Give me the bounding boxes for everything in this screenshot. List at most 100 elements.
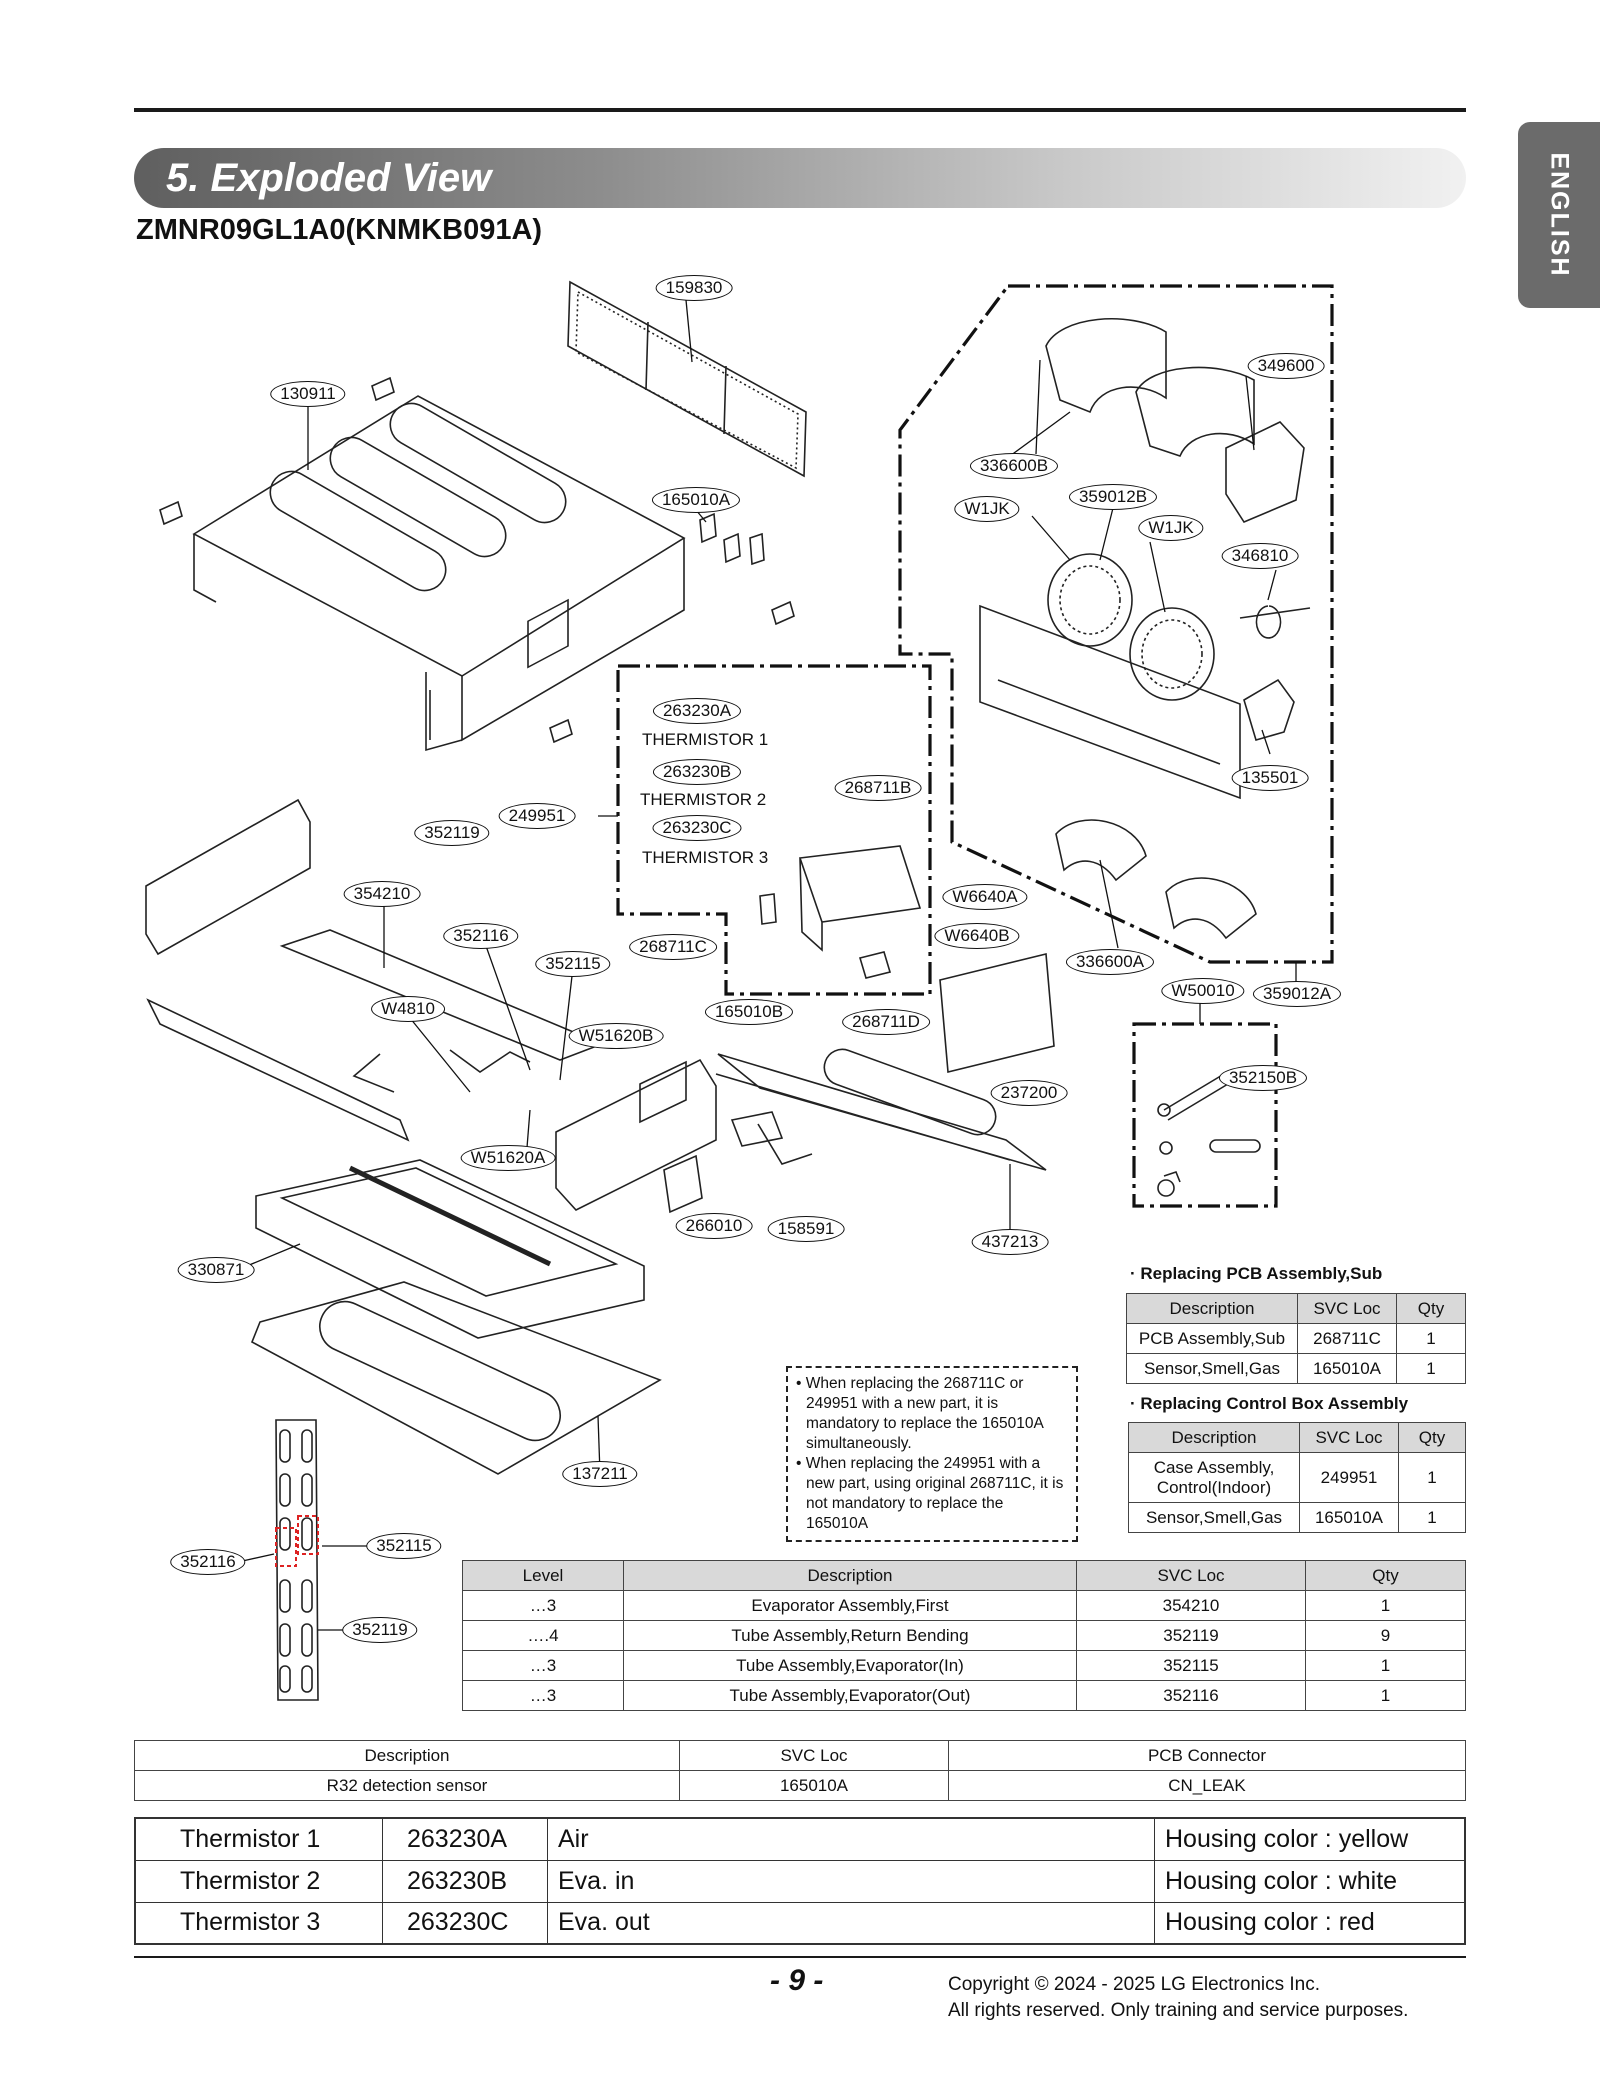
top-rule [134,108,1466,112]
callout-135501: 135501 [1231,765,1309,791]
callout-352116-bottom: 352116 [170,1549,246,1575]
callout-165010b: 165010B [704,999,794,1025]
cell: 352115 [1076,1650,1306,1681]
cell: 165010A [679,1770,949,1801]
callout-354210: 354210 [343,881,421,907]
cell: Thermistor 2 [134,1859,383,1903]
cell: CN_LEAK [948,1770,1466,1801]
callout-263230a: 263230A [652,698,742,724]
cell: Eva. out [547,1901,1155,1945]
callout-165010a-top: 165010A [651,487,741,513]
callout-263230b: 263230B [652,759,742,785]
replacement-note: • When replacing the 268711C or 249951 w… [786,1366,1078,1542]
note-line-2: • When replacing the 249951 with a new p… [796,1455,1064,1532]
cell: Tube Assembly,Evaporator(Out) [623,1680,1077,1711]
cell: 263230A [382,1817,548,1861]
callout-352150b: 352150B [1218,1065,1308,1091]
cell: ….4 [462,1620,624,1651]
table-row: Thermistor 2 263230B Eva. in Housing col… [134,1859,1466,1903]
copyright: Copyright © 2024 - 2025 LG Electronics I… [948,1972,1408,2024]
control-box-header-qty: Qty [1398,1422,1466,1453]
pcb-sub-table: Description SVC Loc Qty PCB Assembly,Sub… [1126,1293,1466,1384]
fan-housing-drawing [1045,318,1305,523]
cell: R32 detection sensor [134,1770,680,1801]
callout-130911: 130911 [270,381,346,407]
sensor-header-pcb-connector: PCB Connector [948,1740,1466,1771]
callout-266010: 266010 [675,1213,753,1239]
note-line-1: • When replacing the 268711C or 249951 w… [796,1375,1043,1452]
callout-159830: 159830 [655,275,733,301]
callout-w51620b: W51620B [568,1023,664,1049]
cell: 1 [1305,1650,1466,1681]
cell: 1 [1398,1502,1466,1533]
cell: Air [547,1817,1155,1861]
cell: PCB Assembly,Sub [1126,1323,1298,1354]
level-header-qty: Qty [1305,1560,1466,1591]
section-title: 5. Exploded View [166,156,492,200]
pcb-sub-table-title: · Replacing PCB Assembly,Sub [1130,1264,1383,1283]
table-row: Sensor,Smell,Gas 165010A 1 [1126,1353,1466,1384]
cell: Case Assembly, Control(Indoor) [1128,1452,1300,1503]
sensor-header-svc-loc: SVC Loc [679,1740,949,1771]
cell: …3 [462,1590,624,1621]
callout-359012a: 359012A [1252,981,1342,1007]
cell: 1 [1398,1452,1466,1503]
model-number: ZMNR09GL1A0(KNMKB091A) [136,214,543,246]
cell: 9 [1305,1620,1466,1651]
cell: Thermistor 1 [134,1817,383,1861]
copyright-line-1: Copyright © 2024 - 2025 LG Electronics I… [948,1974,1321,1995]
cell: 263230C [382,1901,548,1945]
drain-group-outline [1132,1022,1278,1208]
cell: 249951 [1299,1452,1399,1503]
cell: Housing color : yellow [1154,1817,1466,1861]
table-row: Thermistor 1 263230A Air Housing color :… [134,1817,1466,1861]
blower-wheel-drawing [1047,553,1311,701]
cell: 1 [1396,1323,1466,1354]
control-box-table-title: · Replacing Control Box Assembly [1130,1394,1409,1413]
table-row: …3 Tube Assembly,Evaporator(In) 352115 1 [462,1650,1466,1681]
callout-336600a: 336600A [1065,949,1155,975]
language-tab: ENGLISH [1518,122,1600,308]
air-filter-drawing [567,280,807,478]
level-header-level: Level [462,1560,624,1591]
callout-352116-top: 352116 [443,923,519,949]
callout-359012b: 359012B [1068,484,1158,510]
callout-352115-top: 352115 [535,951,611,977]
cell: Sensor,Smell,Gas [1128,1502,1300,1533]
callout-263230c: 263230C [652,815,742,841]
level-header-svc-loc: SVC Loc [1076,1560,1306,1591]
cell: 352119 [1076,1620,1306,1651]
callout-352119-bottom: 352119 [342,1617,418,1643]
table-row: PCB Assembly,Sub 268711C 1 [1126,1323,1466,1354]
callout-w6640b: W6640B [934,923,1020,949]
callout-w51620a: W51620A [460,1145,556,1171]
cell: 1 [1396,1353,1466,1384]
section-header-bar [134,148,1466,208]
cell: 354210 [1076,1590,1306,1621]
cell: 268711C [1297,1323,1397,1354]
cell: Tube Assembly,Evaporator(In) [623,1650,1077,1681]
cell: …3 [462,1650,624,1681]
thermistor-3-label: THERMISTOR 3 [642,848,769,867]
sensor-header-description: Description [134,1740,680,1771]
control-box-table: Description SVC Loc Qty Case Assembly, C… [1128,1422,1466,1533]
cell: Eva. in [547,1859,1155,1903]
callout-158591: 158591 [767,1216,845,1242]
callout-237200: 237200 [990,1080,1068,1106]
cell: 263230B [382,1859,548,1903]
cell: 165010A [1299,1502,1399,1533]
cell: …3 [462,1680,624,1711]
cell: 1 [1305,1680,1466,1711]
callout-137211: 137211 [562,1461,638,1487]
callout-352119-top: 352119 [414,820,490,846]
callout-249951: 249951 [498,803,576,829]
control-box-header-description: Description [1128,1422,1300,1453]
thermistor-2-label: THERMISTOR 2 [640,790,767,809]
callout-352115-bottom: 352115 [366,1533,442,1559]
level-header-description: Description [623,1560,1077,1591]
blower-group-outline [898,284,1334,964]
cell: 165010A [1297,1353,1397,1384]
callout-330871: 330871 [177,1257,255,1283]
table-row: Case Assembly, Control(Indoor) 249951 1 [1128,1452,1466,1503]
callout-336600b: 336600B [969,453,1059,479]
